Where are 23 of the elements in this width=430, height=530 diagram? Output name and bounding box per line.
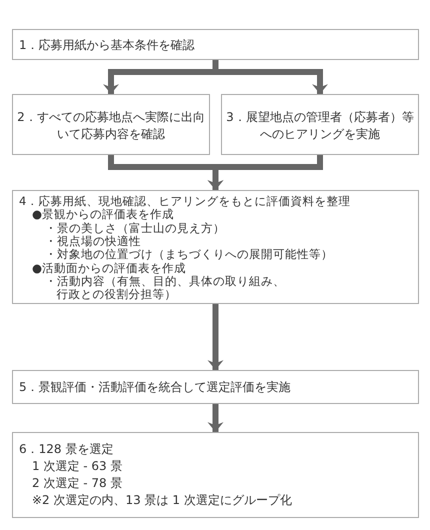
process-box xyxy=(12,29,419,60)
step-heading: 2．すべての応募地点へ実際に出向いて応募内容を確認 xyxy=(17,109,205,143)
step-heading: 4．応募用紙、現地確認、ヒアリングをもとに評価資料を整理 xyxy=(19,195,352,208)
process-box xyxy=(12,94,210,155)
flow-arrow xyxy=(208,304,224,370)
process-box xyxy=(12,190,419,304)
step-heading: 3．展望地点の管理者（応募者）等へのヒアリングを実施 xyxy=(225,109,415,143)
step-detail: ・視点場の快適性 xyxy=(45,234,142,248)
step-heading: 5．景観評価・活動評価を統合して選定評価を実施 xyxy=(19,379,292,396)
step-detail: ・活動内容（有無、目的、具体の取り組み、行政との役割分担等） xyxy=(45,274,286,302)
step-detail: ●景観からの評価表を作成 xyxy=(32,208,176,222)
flow-arrow xyxy=(208,404,224,432)
process-box xyxy=(12,432,419,518)
process-box xyxy=(12,370,419,404)
step-detail: ●活動面からの評価表を作成 xyxy=(32,262,188,275)
process-box xyxy=(221,94,419,155)
step-detail: ・対象地の位置づけ（まちづくりへの展開可能性等） xyxy=(45,248,334,262)
step-heading: 1．応募用紙から基本条件を確認 xyxy=(19,37,196,54)
step-heading: 6．128 景を選定 xyxy=(19,441,114,458)
step-detail: 1 次選定 - 63 景 xyxy=(32,458,124,475)
step-detail: ※2 次選定の内、13 景は 1 次選定にグループ化 xyxy=(32,492,293,509)
step-detail: ・景の美しさ（富士山の見え方） xyxy=(45,222,226,235)
step-detail: 2 次選定 - 78 景 xyxy=(32,475,124,492)
